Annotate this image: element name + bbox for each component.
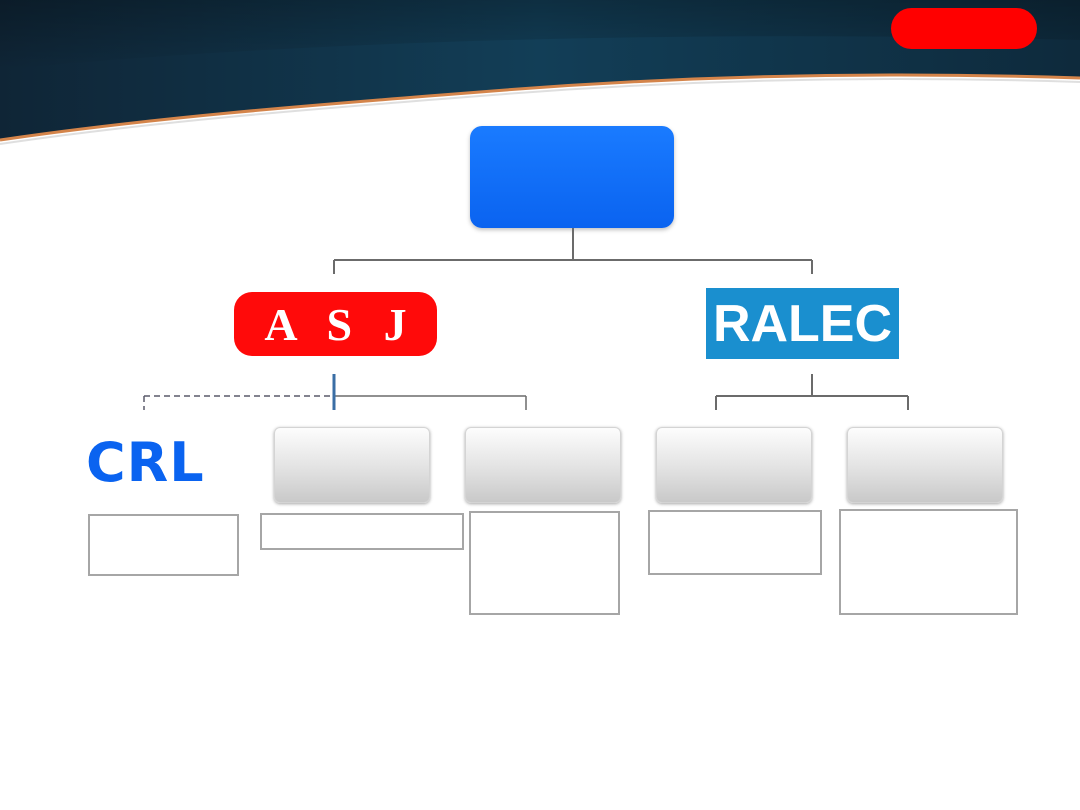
note-box-5: [839, 509, 1018, 615]
leaf-node-2: [274, 427, 430, 503]
branch-node-asj-label: A S J: [264, 298, 417, 350]
note-box-2: [260, 513, 464, 550]
note-box-3: [469, 511, 620, 615]
branch-node-asj: A S J: [234, 292, 437, 356]
leaf-crl: CRL: [86, 430, 230, 496]
note-box-4: [648, 510, 822, 575]
branch-node-ralec: RALEC: [706, 288, 899, 359]
leaf-crl-label: CRL: [86, 431, 205, 494]
leaf-node-5: [847, 427, 1003, 503]
leaf-node-4: [656, 427, 812, 503]
header-badge: [891, 8, 1037, 49]
branch-node-ralec-label: RALEC: [712, 294, 893, 353]
header-wave: [0, 0, 1080, 145]
header-band: [0, 0, 1080, 160]
note-box-1: [88, 514, 239, 576]
root-node: [470, 126, 674, 228]
leaf-node-3: [465, 427, 621, 503]
